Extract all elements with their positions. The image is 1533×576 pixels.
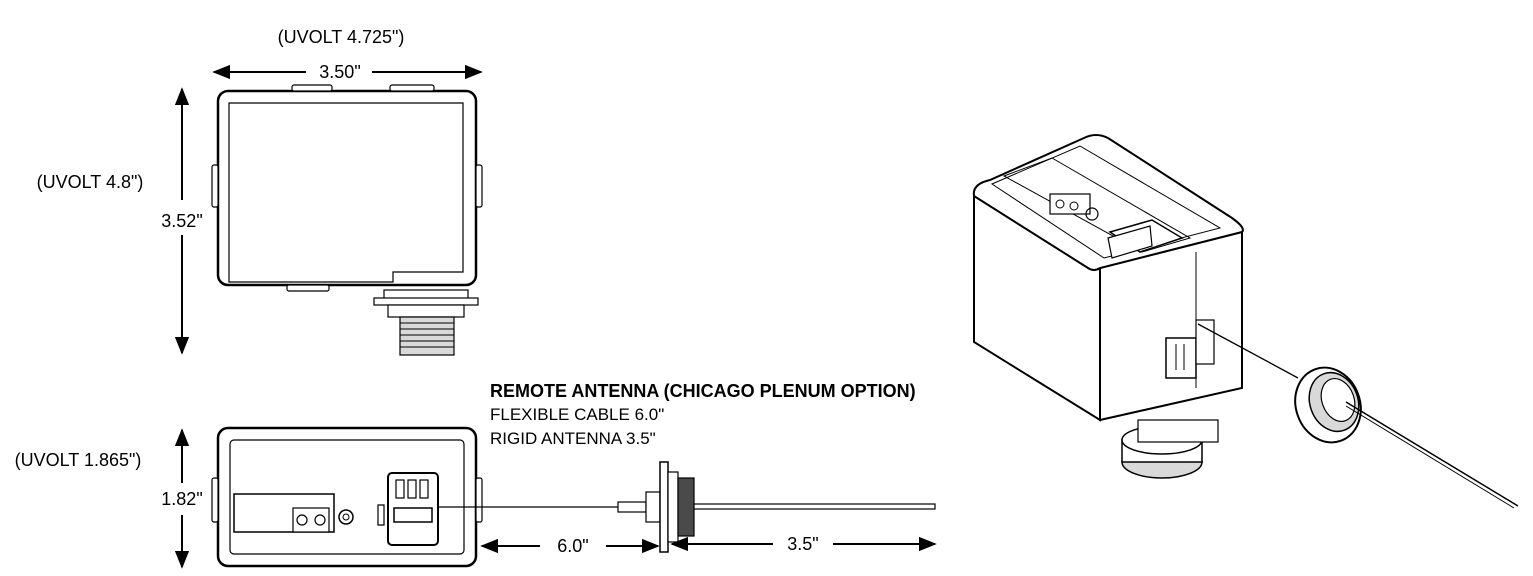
antenna-note-line2: RIGID ANTENNA 3.5"	[490, 429, 656, 448]
rigid-antenna	[693, 503, 936, 510]
side-view-enclosure	[211, 426, 483, 568]
antenna-note: REMOTE ANTENNA (CHICAGO PLENUM OPTION) F…	[490, 381, 916, 448]
antenna-length-label: 3.5"	[787, 534, 818, 554]
iso-rigid-antenna	[1345, 401, 1519, 507]
side-view: (UVOLT 1.865") 1.82"	[15, 426, 937, 569]
iso-bottom-fitting	[1121, 419, 1219, 479]
top-view: (UVOLT 4.725") 3.50" (UVOLT 4.8") 3.52"	[37, 27, 483, 356]
top-view-width-alt-label: (UVOLT 4.725")	[278, 27, 405, 47]
antenna-note-line1: FLEXIBLE CABLE 6.0"	[490, 405, 664, 424]
side-view-depth-alt-label: (UVOLT 1.865")	[15, 450, 142, 470]
antenna-fitting	[645, 461, 695, 553]
iso-antenna-fitting	[1294, 366, 1362, 444]
top-view-height-label: 3.52"	[161, 211, 202, 231]
top-view-height-alt-label: (UVOLT 4.8")	[37, 172, 144, 192]
iso-enclosure	[972, 134, 1244, 422]
cable-length-label: 6.0"	[557, 536, 588, 556]
iso-flexible-cable	[1197, 323, 1299, 379]
antenna-note-title: REMOTE ANTENNA (CHICAGO PLENUM OPTION)	[490, 381, 916, 401]
top-view-width-label: 3.50"	[319, 62, 360, 82]
isometric-view	[972, 134, 1519, 509]
top-view-enclosure	[211, 84, 483, 356]
side-view-depth-label: 1.82"	[161, 489, 202, 509]
cable-ferrule	[617, 501, 647, 513]
